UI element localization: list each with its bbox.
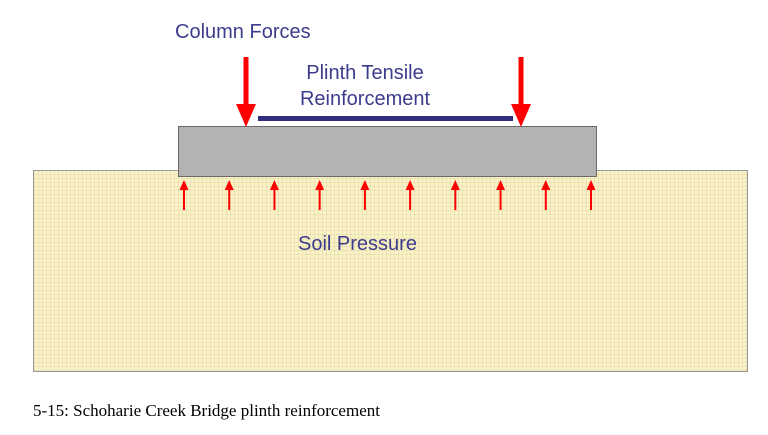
soil-pressure-arrow [315, 180, 325, 210]
soil-pressure-arrow [541, 180, 551, 210]
soil-pressure-arrow [179, 180, 189, 210]
figure-caption: 5-15: Schoharie Creek Bridge plinth rein… [33, 401, 380, 420]
tensile-reinforcement-bar [258, 116, 513, 121]
column-forces-label: Column Forces [175, 21, 311, 43]
soil-pressure-arrow [450, 180, 460, 210]
plinth-tensile-label-line1: Plinth Tensile [306, 62, 424, 84]
soil-pressure-arrow [224, 180, 234, 210]
soil-pressure-arrow [586, 180, 596, 210]
plinth-block [178, 126, 597, 177]
soil-pressure-arrow [269, 180, 279, 210]
soil-pressure-arrow [405, 180, 415, 210]
plinth-tensile-reinforcement-label: Plinth Tensile Reinforcement [258, 60, 472, 112]
soil-region [33, 170, 748, 372]
soil-pressure-label: Soil Pressure [298, 233, 417, 255]
column-force-arrow [236, 57, 256, 127]
soil-pressure-arrow [496, 180, 506, 210]
soil-pressure-arrow [360, 180, 370, 210]
column-force-arrow [511, 57, 531, 127]
plinth-tensile-label-line2: Reinforcement [299, 88, 431, 110]
